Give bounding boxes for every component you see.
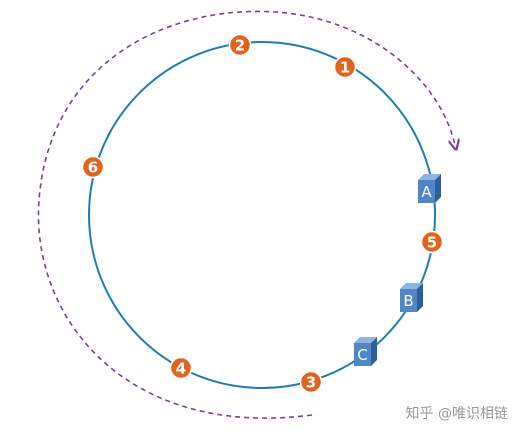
node-3: 3: [299, 370, 323, 394]
node-4: 4: [169, 356, 193, 380]
server-c-top: [354, 337, 377, 343]
node-4-marker: [169, 356, 193, 380]
node-6-label: 6: [88, 159, 98, 177]
node-5-label: 5: [427, 234, 437, 252]
hash-ring: [88, 41, 436, 389]
watermark-text: 知乎 @唯识相链: [405, 406, 508, 422]
server-b-label: B: [403, 292, 413, 310]
node-1-marker: [333, 55, 357, 79]
server-c-side: [371, 337, 377, 366]
node-1-label: 1: [340, 59, 350, 77]
server-a-side: [435, 174, 441, 203]
node-5: 5: [420, 230, 444, 254]
node-3-label: 3: [306, 374, 316, 392]
server-a-label: A: [421, 183, 432, 201]
node-3-marker: [299, 370, 323, 394]
node-2-label: 2: [235, 37, 245, 55]
node-2-marker: [228, 33, 252, 57]
server-a-front: [418, 180, 435, 203]
node-4-label: 4: [176, 360, 186, 378]
node-6-marker: [81, 155, 105, 179]
server-c: C: [354, 337, 377, 366]
server-b-side: [417, 283, 423, 312]
server-c-label: C: [357, 346, 367, 364]
node-5-marker: [420, 230, 444, 254]
node-1: 1: [333, 55, 357, 79]
server-b: B: [400, 283, 423, 312]
server-a: A: [418, 174, 441, 203]
server-c-front: [354, 343, 371, 366]
server-b-top: [400, 283, 423, 289]
node-2: 2: [228, 33, 252, 57]
server-b-front: [400, 289, 417, 312]
server-a-top: [418, 174, 441, 180]
clockwise-direction-arrow: [37, 10, 455, 419]
node-6: 6: [81, 155, 105, 179]
